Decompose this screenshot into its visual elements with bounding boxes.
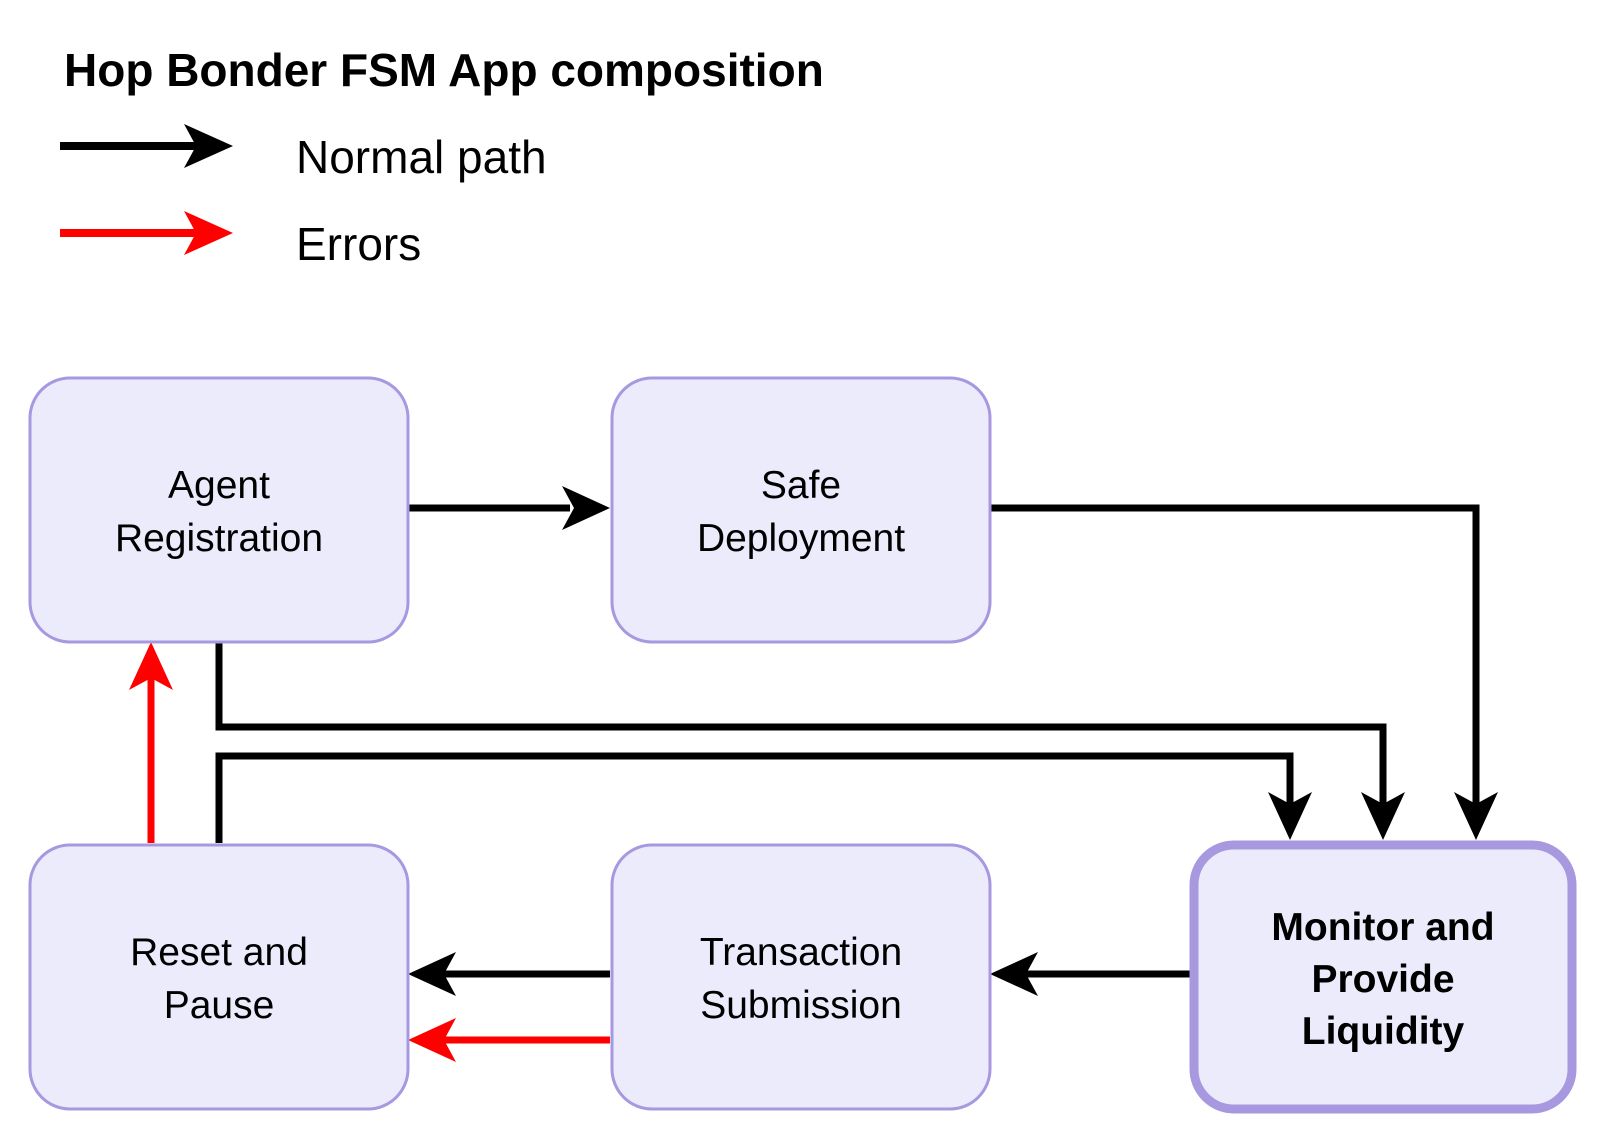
edge-transaction-to-reset bbox=[408, 952, 610, 996]
edge-safe-to-monitor bbox=[990, 504, 1498, 840]
node-agent-registration-line2: Registration bbox=[115, 517, 323, 560]
edge-monitor-to-transaction bbox=[990, 952, 1190, 996]
node-reset-and-pause-line1: Reset and bbox=[130, 931, 308, 974]
node-monitor-line3: Liquidity bbox=[1302, 1010, 1465, 1053]
node-transaction-submission: Transaction Submission bbox=[610, 843, 992, 1111]
nodes: Agent Registration Safe Deployment Reset… bbox=[28, 376, 1577, 1114]
node-safe-deployment-line2: Deployment bbox=[697, 517, 905, 560]
edge-reset-to-monitor bbox=[215, 752, 1312, 843]
node-agent-registration-line1: Agent bbox=[168, 464, 270, 507]
legend-error-arrow bbox=[60, 211, 233, 255]
node-transaction-submission-line2: Submission bbox=[700, 984, 902, 1027]
node-reset-and-pause-line2: Pause bbox=[164, 984, 275, 1027]
legend-normal-arrow bbox=[60, 124, 233, 168]
edge-reset-to-agent-error bbox=[129, 642, 173, 843]
legend-normal-label: Normal path bbox=[296, 131, 547, 183]
node-safe-deployment-line1: Safe bbox=[761, 464, 841, 507]
diagram-title: Hop Bonder FSM App composition bbox=[64, 44, 824, 96]
edge-agent-to-safe bbox=[408, 486, 610, 530]
edges bbox=[129, 486, 1498, 1062]
edge-transaction-to-reset-error bbox=[408, 1018, 610, 1062]
node-transaction-submission-line1: Transaction bbox=[700, 931, 902, 974]
node-reset-and-pause: Reset and Pause bbox=[28, 843, 410, 1111]
legend: Normal path Errors bbox=[60, 124, 547, 270]
node-agent-registration: Agent Registration bbox=[28, 376, 410, 644]
edge-agent-to-monitor bbox=[215, 642, 1405, 840]
node-monitor-and-provide-liquidity: Monitor and Provide Liquidity bbox=[1189, 840, 1577, 1114]
node-safe-deployment: Safe Deployment bbox=[610, 376, 992, 644]
legend-error-label: Errors bbox=[296, 218, 421, 270]
node-monitor-line2: Provide bbox=[1311, 958, 1454, 1001]
node-monitor-line1: Monitor and bbox=[1271, 906, 1494, 949]
